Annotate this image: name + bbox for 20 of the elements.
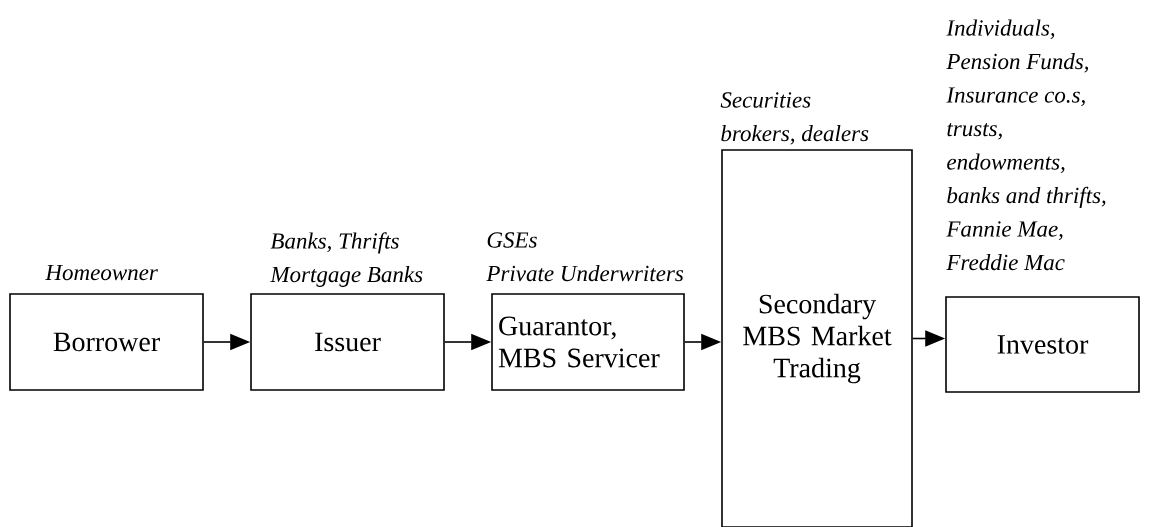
caption-text: banks and thrifts, bbox=[947, 186, 1106, 208]
caption-text: Private Underwriters bbox=[486, 265, 684, 282]
caption-text: brokers, dealers bbox=[721, 125, 869, 145]
caption-text: Pension Funds, bbox=[946, 53, 1089, 73]
caption-text: Freddie Mac bbox=[946, 254, 1065, 271]
caption-text: trusts, bbox=[947, 123, 1002, 140]
caption-text: Fannie Mae, bbox=[946, 221, 1063, 241]
caption-text: endowments, bbox=[947, 153, 1065, 174]
process-box: Issuer bbox=[250, 293, 445, 391]
process-box: Guarantor, MBS Servicer bbox=[491, 293, 685, 391]
caption-text: Mortgage Banks bbox=[270, 266, 423, 287]
process-box: Secondary MBS Market Trading bbox=[721, 149, 913, 527]
caption-text: Securities bbox=[720, 92, 811, 108]
caption-text: GSEs bbox=[487, 232, 537, 248]
caption-text: Insurance co.s, bbox=[946, 87, 1085, 107]
process-box: Investor bbox=[945, 296, 1140, 393]
process-box: Borrower bbox=[9, 293, 204, 391]
caption-text: Individuals, bbox=[946, 19, 1055, 40]
caption-text: Homeowner bbox=[45, 264, 158, 281]
caption-text: Banks, Thrifts bbox=[270, 232, 399, 254]
